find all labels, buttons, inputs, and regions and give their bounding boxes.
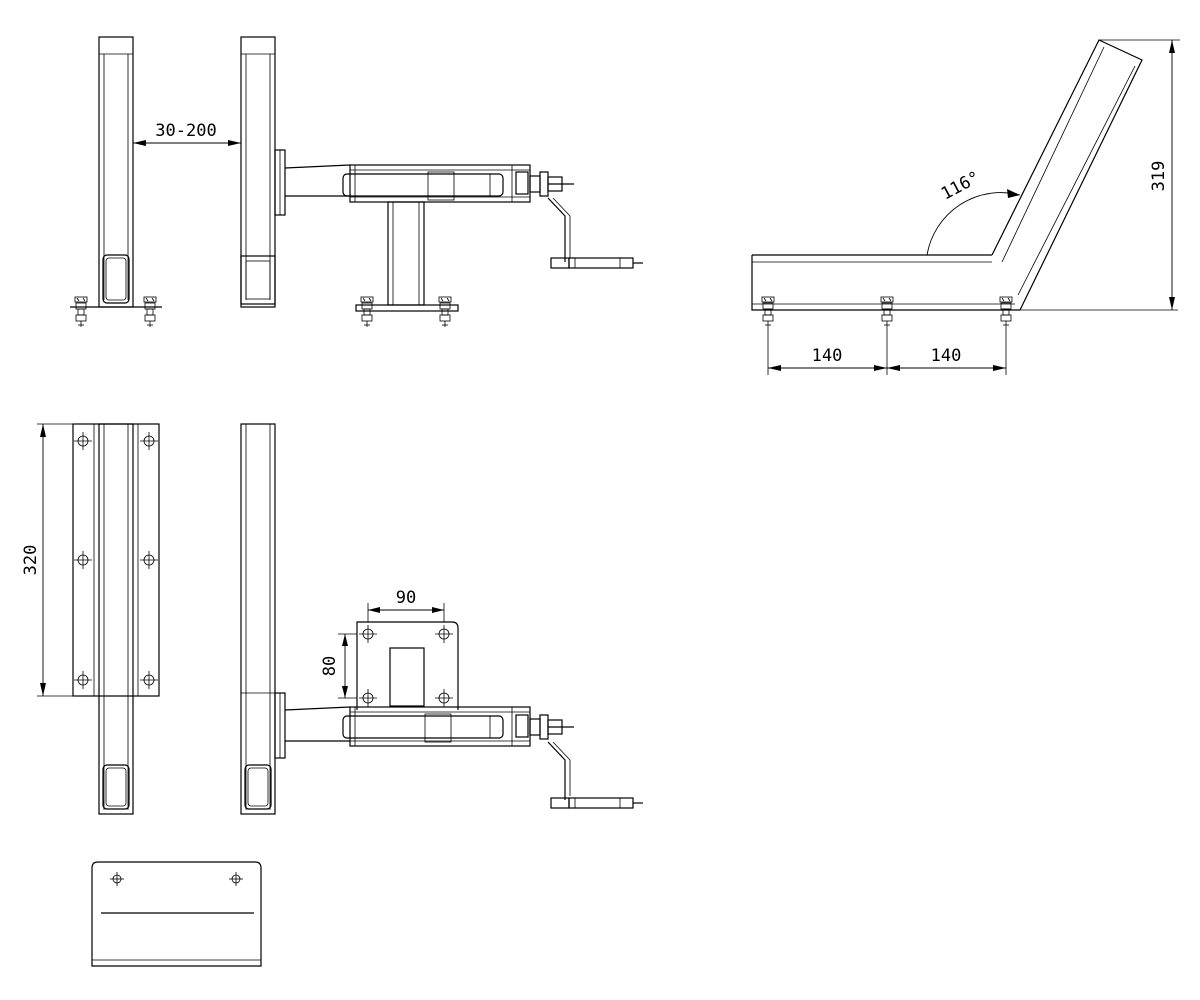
plate-detail xyxy=(91,861,262,967)
length-dimension: 320 xyxy=(21,423,73,697)
crank-handle xyxy=(547,197,643,269)
left-post xyxy=(98,36,134,308)
right-post-top xyxy=(240,423,286,815)
side-view: 116° 319 140 140 xyxy=(751,39,1180,375)
hole-y-label: 80 xyxy=(320,656,340,676)
spacing-left-label: 140 xyxy=(812,346,843,366)
length-label: 320 xyxy=(21,545,41,576)
bracket-plate xyxy=(356,621,459,710)
right-post xyxy=(240,36,286,308)
angle-label: 116° xyxy=(938,168,984,205)
left-post-top xyxy=(98,423,134,815)
mounting-plate xyxy=(72,423,160,697)
top-view: 320 90 xyxy=(21,423,643,815)
angle-dimension: 116° xyxy=(926,168,1021,256)
hole-x-dimension: 90 xyxy=(367,588,445,622)
screw-arm-top xyxy=(284,706,574,747)
crank-handle-top xyxy=(547,741,643,809)
gap-label: 30-200 xyxy=(155,121,216,141)
hole-y-dimension: 80 xyxy=(320,633,357,699)
gap-dimension: 30-200 xyxy=(133,121,241,146)
height-label: 319 xyxy=(1149,161,1169,192)
front-view: 30-200 xyxy=(70,36,643,328)
spacing-right-label: 140 xyxy=(931,346,962,366)
left-post-base xyxy=(70,296,162,328)
height-dimension: 319 xyxy=(1099,39,1180,310)
support-post xyxy=(355,201,459,328)
screw-arm xyxy=(284,164,574,203)
hole-x-label: 90 xyxy=(396,588,416,608)
spacing-dimension: 140 140 xyxy=(767,327,1007,375)
